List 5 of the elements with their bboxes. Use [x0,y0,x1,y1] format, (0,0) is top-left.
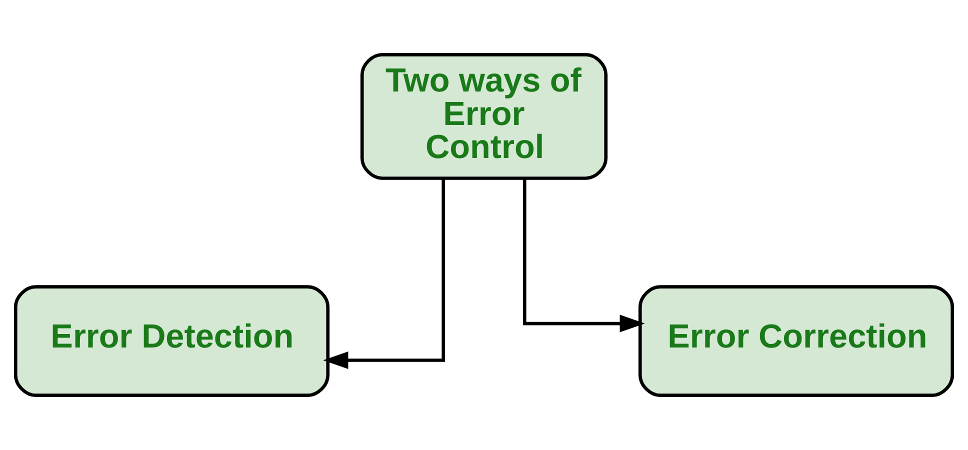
arrow [522,178,645,332]
arrow [323,178,446,370]
node-box: Two ways of Error Control [360,53,608,180]
node-box: Error Detection [14,285,330,397]
node-box: Error Correction [638,285,954,397]
